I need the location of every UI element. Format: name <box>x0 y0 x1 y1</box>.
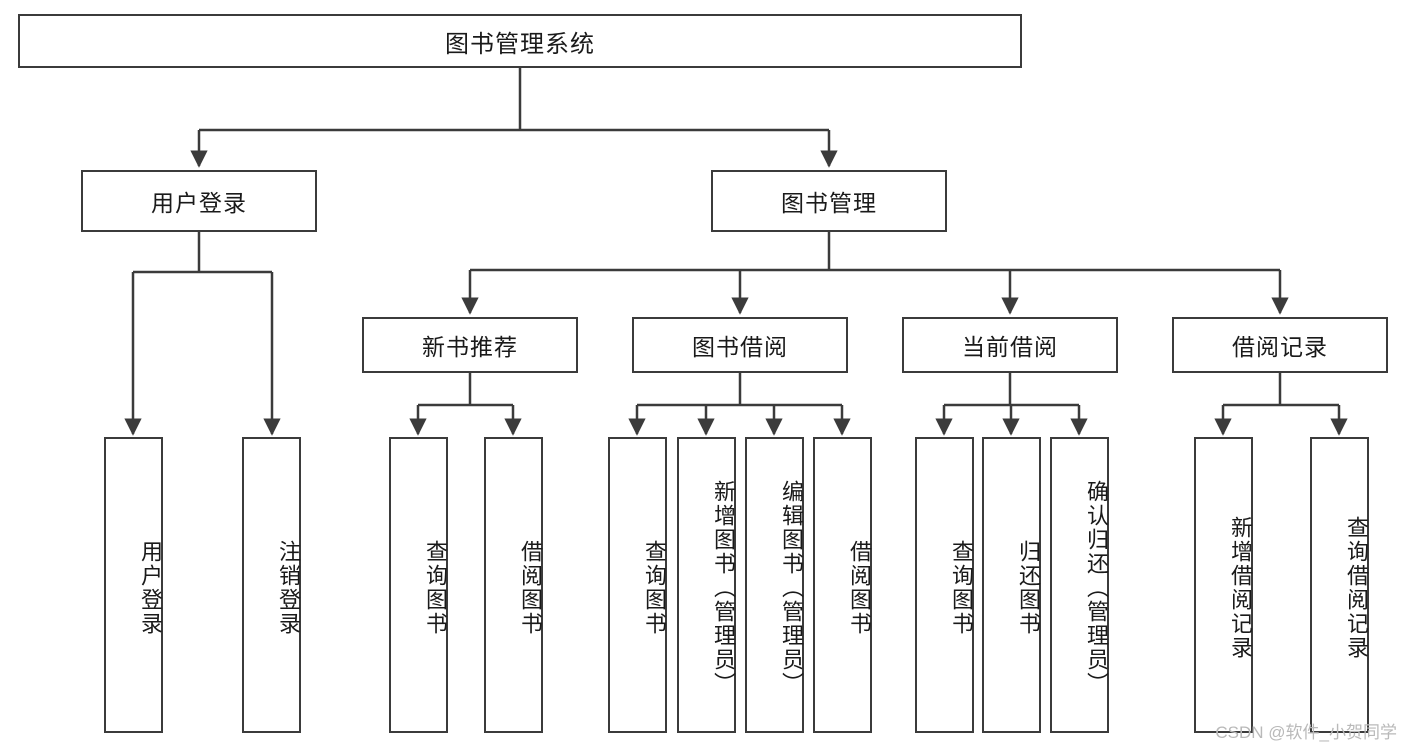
node-label: 图书管理系统 <box>445 30 595 58</box>
node-leaf-query-book-3[interactable]: 查询图书 <box>915 437 974 733</box>
node-leaf-logout-login[interactable]: 注销登录 <box>242 437 301 733</box>
node-label: 借阅图书 <box>847 540 872 636</box>
node-root-book-management-system[interactable]: 图书管理系统 <box>18 14 1022 68</box>
node-label: 新增借阅记录 <box>1228 516 1253 660</box>
node-label: 用户登录 <box>138 540 163 636</box>
node-book-management[interactable]: 图书管理 <box>711 170 947 232</box>
node-label: 注销登录 <box>276 540 301 636</box>
node-leaf-add-book[interactable]: 新增图书（管理员） <box>677 437 736 733</box>
node-label: 查询借阅记录 <box>1344 516 1369 660</box>
node-label: 确认归还（管理员） <box>1084 480 1109 696</box>
node-label: 查询图书 <box>949 540 974 636</box>
node-label: 图书借阅 <box>692 334 788 360</box>
node-book-borrow[interactable]: 图书借阅 <box>632 317 848 373</box>
node-label: 查询图书 <box>423 540 448 636</box>
node-leaf-edit-book[interactable]: 编辑图书（管理员） <box>745 437 804 733</box>
node-label: 当前借阅 <box>962 334 1058 360</box>
node-new-book-recommend[interactable]: 新书推荐 <box>362 317 578 373</box>
node-leaf-confirm-return[interactable]: 确认归还（管理员） <box>1050 437 1109 733</box>
node-label: 图书管理 <box>781 190 877 216</box>
node-label: 用户登录 <box>151 190 247 216</box>
node-leaf-query-book-2[interactable]: 查询图书 <box>608 437 667 733</box>
node-label: 编辑图书（管理员） <box>779 480 804 696</box>
node-leaf-query-record[interactable]: 查询借阅记录 <box>1310 437 1369 733</box>
node-label: 借阅记录 <box>1232 334 1328 360</box>
node-leaf-add-record[interactable]: 新增借阅记录 <box>1194 437 1253 733</box>
node-label: 借阅图书 <box>518 540 543 636</box>
node-borrow-record[interactable]: 借阅记录 <box>1172 317 1388 373</box>
node-leaf-user-login[interactable]: 用户登录 <box>104 437 163 733</box>
csdn-watermark: CSDN @软件_小贺同学 <box>1215 723 1397 742</box>
node-leaf-return-book[interactable]: 归还图书 <box>982 437 1041 733</box>
node-current-borrow[interactable]: 当前借阅 <box>902 317 1118 373</box>
node-leaf-borrow-book-1[interactable]: 借阅图书 <box>484 437 543 733</box>
node-leaf-query-book-1[interactable]: 查询图书 <box>389 437 448 733</box>
node-user-login[interactable]: 用户登录 <box>81 170 317 232</box>
node-label: 新书推荐 <box>422 334 518 360</box>
node-label: 新增图书（管理员） <box>711 480 736 696</box>
node-label: 归还图书 <box>1016 540 1041 636</box>
node-label: 查询图书 <box>642 540 667 636</box>
node-leaf-borrow-book-2[interactable]: 借阅图书 <box>813 437 872 733</box>
